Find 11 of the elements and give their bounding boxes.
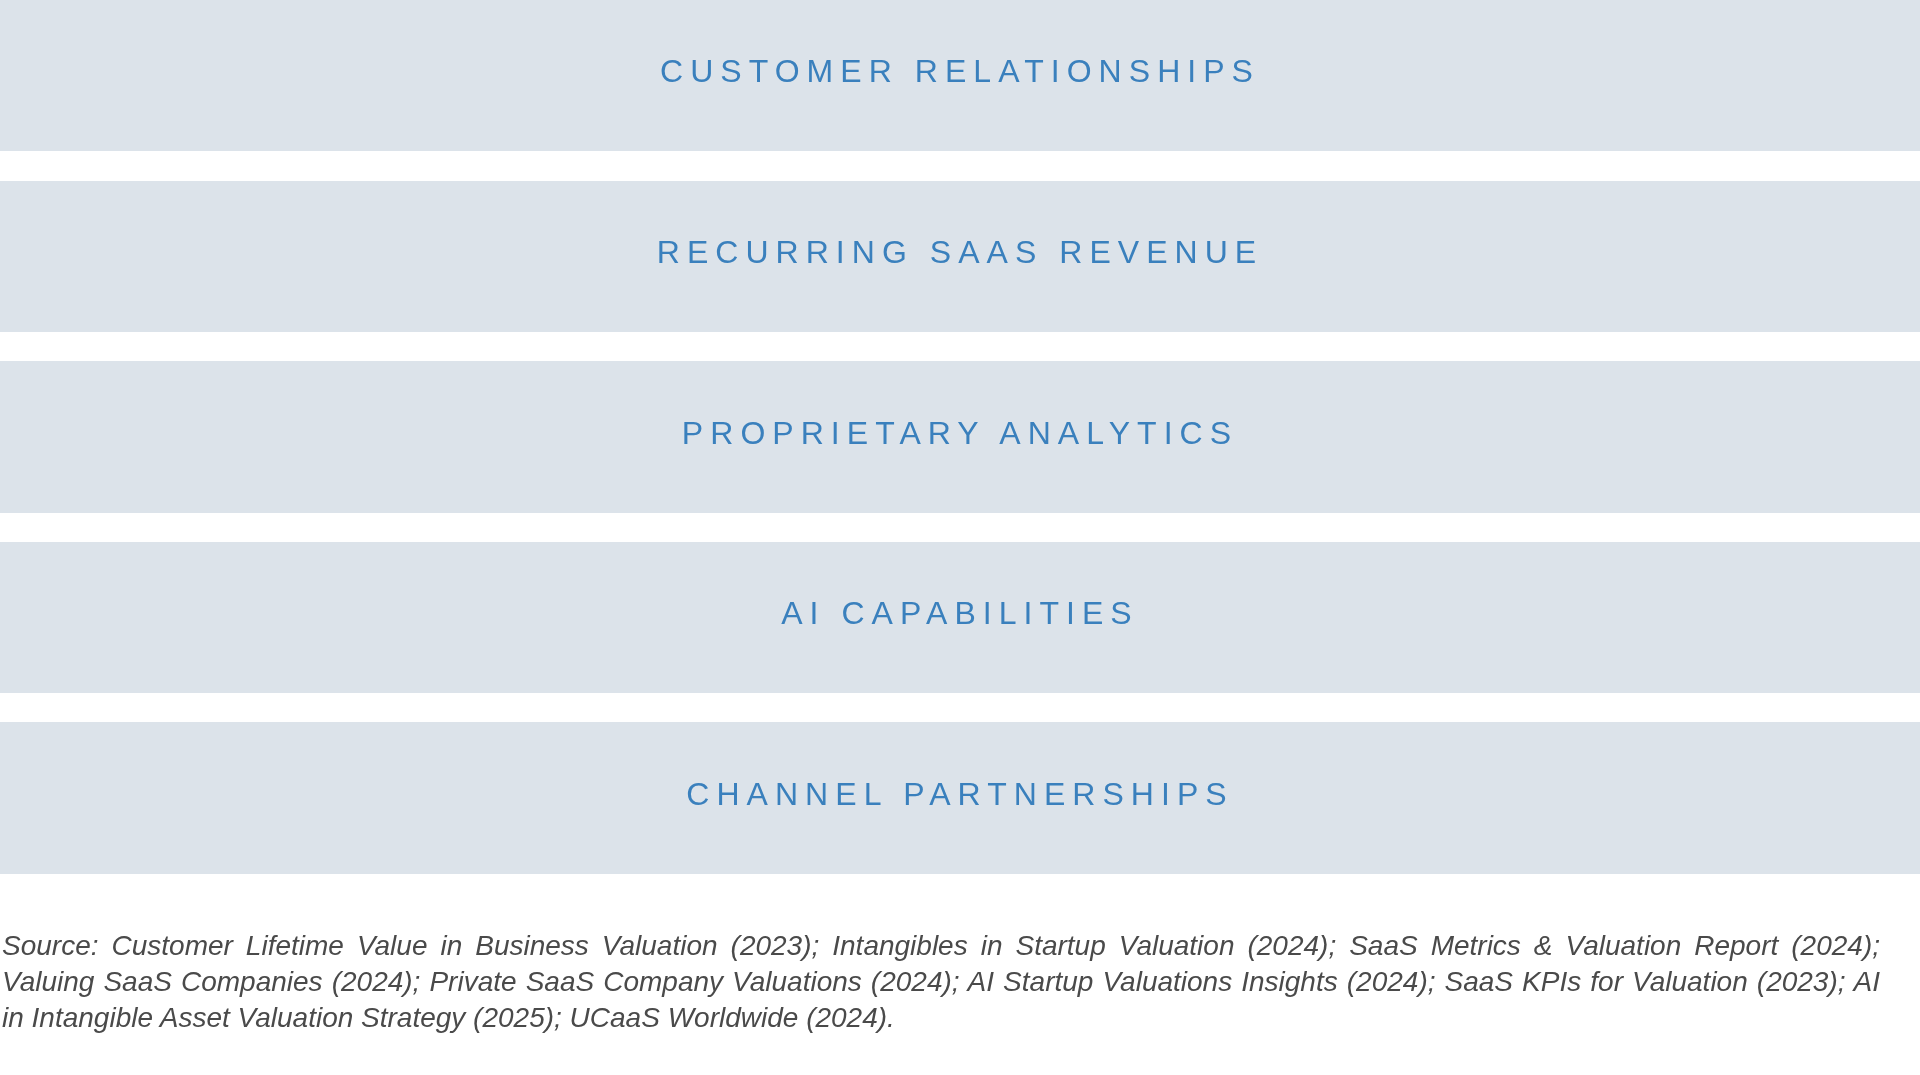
band-title: CUSTOMER RELATIONSHIPS — [660, 53, 1260, 90]
source-note: Source: Customer Lifetime Value in Business Valuation (2023); Intangibles in Startup Valuation (2024); SaaS Metrics & Valuation Report (2024); Valuing SaaS Companies (2024); Private SaaS Company Valuations (2024); AI Startup Valuations Insights (2024); SaaS KPIs for Valuation (2023); AI in Intangible Asset Valuation Strategy (2025); UCaaS Worldwide (2024). — [2, 929, 1880, 1035]
band-title: CHANNEL PARTNERSHIPS — [686, 775, 1234, 813]
category-band — [0, 542, 1920, 693]
band-title: PROPRIETARY ANALYTICS — [681, 414, 1239, 452]
category-band — [0, 361, 1920, 513]
category-band — [0, 181, 1920, 332]
category-band — [0, 0, 1920, 151]
band-title: RECURRING SAAS REVENUE — [656, 234, 1264, 271]
band-title: AI CAPABILITIES — [781, 595, 1139, 632]
category-band — [0, 722, 1920, 874]
